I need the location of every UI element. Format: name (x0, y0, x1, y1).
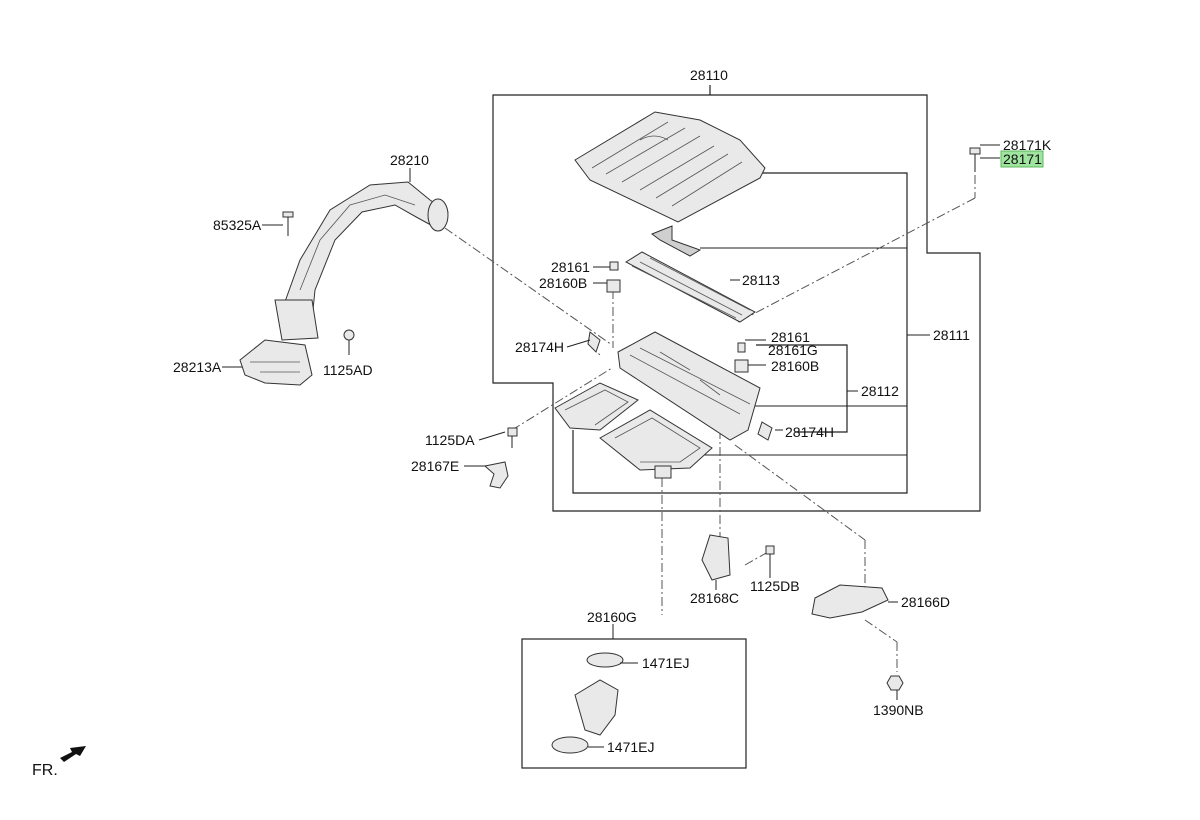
label-28171k[interactable]: 28171K (1003, 137, 1052, 153)
label-1125ad[interactable]: 1125AD (323, 362, 373, 378)
air-cleaner-cover-part[interactable] (574, 111, 766, 223)
front-direction-label: FR. (32, 762, 58, 779)
intake-duct-part[interactable] (281, 181, 449, 321)
label-28161-right[interactable]: 28161 (771, 329, 810, 345)
label-28160b-left[interactable]: 28160B (539, 275, 587, 291)
label-28171[interactable]: 28171 (1003, 151, 1042, 167)
highlight-box-28171 (1000, 150, 1044, 168)
label-28174h-left[interactable]: 28174H (515, 339, 564, 355)
resonator-part[interactable] (239, 299, 319, 386)
nut-1125ad-part[interactable] (343, 329, 355, 355)
label-28213a[interactable]: 28213A (173, 359, 222, 375)
assembly-frames (492, 85, 981, 769)
label-28161g[interactable]: 28161G (768, 342, 818, 358)
label-1390nb[interactable]: 1390NB (873, 702, 924, 718)
front-arrow-icon (60, 746, 86, 762)
assembly-guides (444, 175, 976, 672)
label-28168c[interactable]: 28168C (690, 590, 739, 606)
small-fasteners[interactable] (483, 261, 904, 691)
label-1125da[interactable]: 1125DA (425, 432, 475, 448)
label-28111[interactable]: 28111 (933, 327, 970, 343)
label-28166d[interactable]: 28166D (901, 594, 950, 610)
label-28113[interactable]: 28113 (742, 272, 780, 288)
air-filter-element-part[interactable] (624, 225, 756, 323)
label-85325a[interactable]: 85325A (213, 217, 262, 233)
label-28160b-right[interactable]: 28160B (771, 358, 819, 374)
label-28112[interactable]: 28112 (861, 383, 899, 399)
label-28110[interactable]: 28110 (690, 67, 728, 83)
label-28160g[interactable]: 28160G (587, 609, 637, 625)
label-1471ej-top[interactable]: 1471EJ (642, 655, 689, 671)
label-28174h-right[interactable]: 28174H (785, 424, 834, 440)
intake-hose-part[interactable] (551, 652, 624, 754)
front-direction-indicator: FR. (32, 746, 86, 779)
label-1125db[interactable]: 1125DB (750, 578, 800, 594)
label-28167e[interactable]: 28167E (411, 458, 459, 474)
bolt-28171-part[interactable] (969, 147, 981, 172)
part-labels: 28110 28210 85325A 28171K 28171 28161 28… (173, 67, 1052, 755)
bolt-85325a-part[interactable] (282, 211, 294, 236)
label-1471ej-bottom[interactable]: 1471EJ (607, 739, 654, 755)
label-28161-left[interactable]: 28161 (551, 259, 590, 275)
air-cleaner-lower-case-part[interactable] (554, 331, 761, 479)
label-28210[interactable]: 28210 (390, 152, 429, 168)
label-leaders (222, 144, 1000, 748)
